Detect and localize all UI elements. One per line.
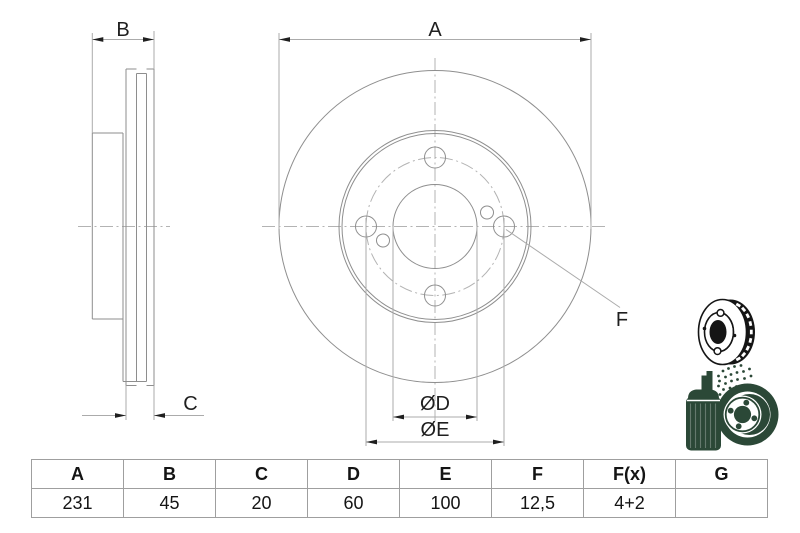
spec-header-b: B bbox=[123, 459, 216, 489]
spec-header-e: E bbox=[399, 459, 492, 489]
dimension-E: ØE bbox=[365, 218, 505, 446]
spec-value-c: 20 bbox=[215, 488, 308, 518]
spec-header-c: C bbox=[215, 459, 308, 489]
dimension-F: F bbox=[505, 229, 628, 331]
side-view bbox=[78, 68, 170, 386]
spec-header-g: G bbox=[675, 459, 768, 489]
spray-dots bbox=[717, 364, 753, 402]
dimension-A: A bbox=[278, 19, 592, 229]
dim-label-d: ØD bbox=[420, 393, 450, 415]
dimension-C: C bbox=[82, 385, 204, 420]
spec-value-f: 12,5 bbox=[491, 488, 584, 518]
spec-header-a: A bbox=[31, 459, 124, 489]
spec-value-e: 100 bbox=[399, 488, 492, 518]
hat-inner-circle bbox=[341, 133, 529, 320]
spec-header-d: D bbox=[307, 459, 400, 489]
spec-header-fx: F(x) bbox=[583, 459, 676, 489]
hat-outer-circle bbox=[338, 130, 532, 323]
spec-table: A B C D E F F(x) G 231 45 20 60 100 12,5… bbox=[31, 459, 768, 518]
coated-brake-disc-spray-icon bbox=[686, 364, 779, 451]
pin-hole-left bbox=[376, 233, 390, 248]
vented-brake-disc-3d-icon bbox=[697, 298, 755, 366]
spec-value-row: 231 45 20 60 100 12,5 4+2 bbox=[31, 488, 768, 518]
dimension-B: B bbox=[91, 19, 155, 133]
spec-value-a: 231 bbox=[31, 488, 124, 518]
spec-header-f: F bbox=[491, 459, 584, 489]
dimension-D: ØD bbox=[392, 226, 478, 421]
front-view bbox=[262, 58, 608, 421]
pin-hole-right bbox=[480, 205, 494, 220]
bolt-hole-top bbox=[424, 146, 446, 169]
dim-label-a: A bbox=[428, 19, 442, 41]
dim-label-b: B bbox=[116, 19, 129, 41]
technical-drawing: B C A bbox=[78, 19, 779, 451]
dim-label-e: ØE bbox=[421, 419, 450, 441]
spec-value-b: 45 bbox=[123, 488, 216, 518]
spec-value-d: 60 bbox=[307, 488, 400, 518]
spec-value-fx: 4+2 bbox=[583, 488, 676, 518]
dim-label-f: F bbox=[616, 309, 628, 331]
dim-label-c: C bbox=[183, 393, 197, 415]
spec-value-g bbox=[675, 488, 768, 518]
bolt-hole-bottom bbox=[424, 284, 446, 307]
spec-header-row: A B C D E F F(x) G bbox=[31, 459, 768, 489]
